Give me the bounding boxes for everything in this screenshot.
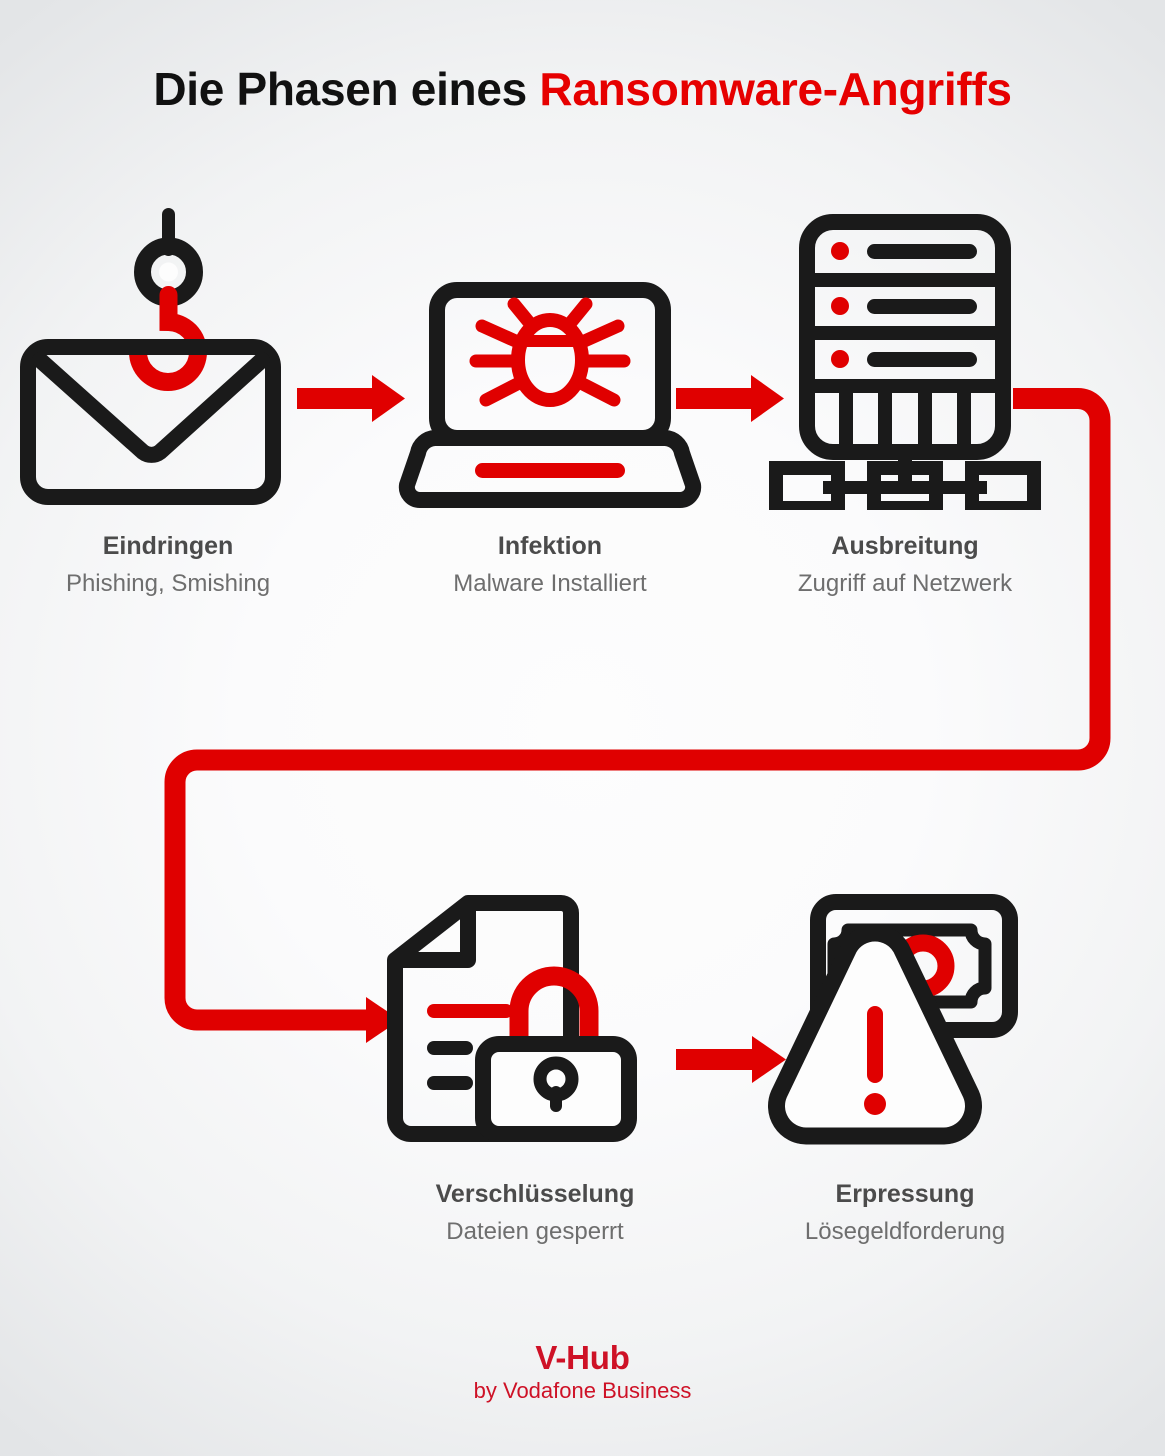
stage-4-subtitle: Dateien gesperrt (446, 1217, 624, 1245)
stage-5-title: Erpressung (835, 1180, 975, 1208)
stage-4-labels: Verschlüsselung Dateien gesperrt (365, 1180, 705, 1247)
stage-3-title: Ausbreitung (831, 532, 979, 560)
stage-2-labels: Infektion Malware Installiert (380, 532, 720, 599)
laptop-with-bug-icon (380, 200, 720, 515)
stage-2-title: Infektion (497, 532, 603, 560)
stage-1-labels: Eindringen Phishing, Smishing (0, 532, 338, 599)
envelope-with-fishing-hook-icon (0, 200, 338, 515)
stage-5-subtitle: Lösegeldforderung (804, 1217, 1006, 1245)
stage-4-title: Verschlüsselung (435, 1180, 635, 1208)
stage-3-subtitle: Zugriff auf Netzwerk (797, 569, 1013, 597)
stage-verschluesselung: Verschlüsselung Dateien gesperrt (365, 880, 705, 1245)
locked-document-icon (365, 880, 705, 1165)
banknote-warning-icon (735, 880, 1075, 1165)
stage-ausbreitung: Ausbreitung Zugriff auf Netzwerk (735, 200, 1075, 597)
stage-2-subtitle: Malware Installiert (453, 569, 647, 597)
page-title-lead: Die Phasen eines (153, 63, 540, 115)
stage-3-labels: Ausbreitung Zugriff auf Netzwerk (735, 532, 1075, 599)
server-network-icon (735, 200, 1075, 515)
page-title-accent: Ransomware-Angriffs (539, 63, 1012, 115)
brand-tagline: by Vodafone Business (473, 1378, 692, 1404)
stage-eindringen: Eindringen Phishing, Smishing (0, 200, 338, 597)
stage-1-subtitle: Phishing, Smishing (65, 569, 271, 597)
stage-5-labels: Erpressung Lösegeldforderung (735, 1180, 1075, 1247)
footer-logo: V-Hub by Vodafone Business (0, 1339, 1165, 1404)
stage-infektion: Infektion Malware Installiert (380, 200, 720, 597)
page-title: Die Phasen eines Ransomware-Angriffs (0, 62, 1165, 116)
brand-name: V-Hub (535, 1339, 630, 1376)
stage-erpressung: Erpressung Lösegeldforderung (735, 880, 1075, 1245)
stage-1-title: Eindringen (102, 532, 234, 560)
